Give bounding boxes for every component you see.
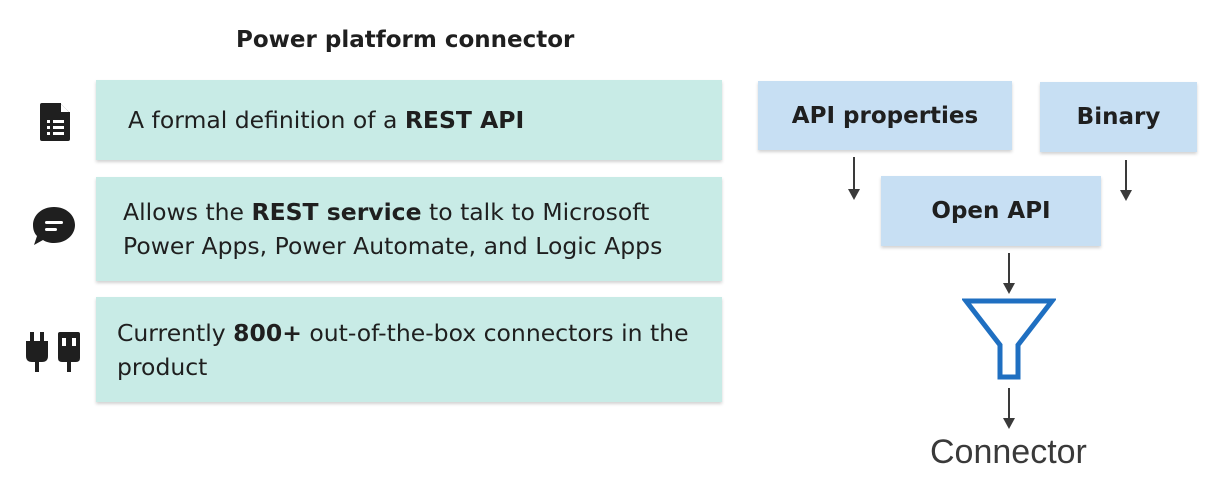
- card-text-run: Allows the: [123, 198, 252, 226]
- rest-service-card: Allows the REST service to talk to Micro…: [96, 177, 722, 281]
- funnel-icon: [962, 298, 1056, 380]
- rest-api-definition-card: A formal definition of a REST API: [96, 80, 722, 160]
- arrow-down-icon: [1003, 388, 1015, 429]
- diagram-title: Power platform connector: [236, 27, 575, 53]
- plug-icon: [26, 332, 80, 372]
- document-icon: [40, 103, 70, 141]
- chat-icon: [33, 207, 75, 245]
- api-properties-box: API properties: [758, 81, 1012, 150]
- card-text-run: Currently: [117, 318, 234, 347]
- card-text-emphasis: REST service: [251, 198, 422, 226]
- card-text-run: to talk to Microsoft Power Apps, Power A…: [123, 198, 663, 260]
- card-text: A formal definition of a REST API: [128, 103, 524, 137]
- arrow-down-icon: [1120, 160, 1132, 201]
- arrow-down-icon: [1003, 253, 1015, 294]
- connectors-count-card: Currently 800+ out-of-the-box connectors…: [96, 297, 722, 402]
- card-text-run: A formal definition of a: [128, 106, 405, 134]
- open-api-box: Open API: [881, 176, 1101, 246]
- card-text-emphasis: REST API: [404, 106, 525, 134]
- arrow-down-icon: [848, 157, 860, 200]
- card-text: Currently 800+ out-of-the-box connectors…: [117, 316, 714, 384]
- binary-box: Binary: [1040, 82, 1197, 152]
- card-text: Allows the REST service to talk to Micro…: [123, 195, 714, 263]
- card-text-emphasis: 800+: [233, 318, 302, 347]
- connector-label: Connector: [930, 433, 1087, 471]
- card-text-run: out-of-the-box connectors in the product: [117, 318, 689, 381]
